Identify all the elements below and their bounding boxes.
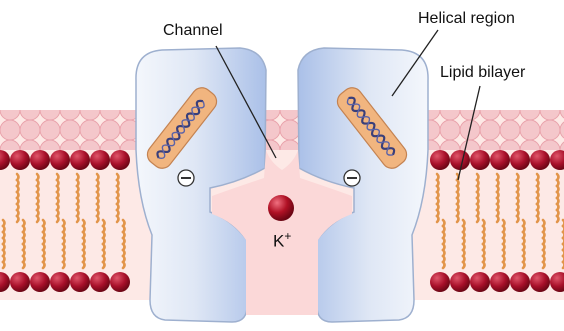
- lipid-head: [450, 272, 470, 292]
- lipid-head: [510, 150, 530, 170]
- lipid-tail: [457, 174, 459, 222]
- lipid-head: [450, 150, 470, 170]
- ion-symbol: K: [273, 232, 284, 251]
- lipid-tail: [77, 174, 79, 222]
- lipid-tail: [97, 174, 99, 222]
- lipid-head: [530, 272, 550, 292]
- lipid-tail: [517, 174, 519, 222]
- lipid-tail: [437, 174, 439, 222]
- lipid-head: [430, 150, 450, 170]
- lipid-head: [90, 150, 110, 170]
- lipid-head: [110, 150, 130, 170]
- lipid-head: [50, 150, 70, 170]
- lipid-head: [10, 272, 30, 292]
- negative-charge-icon-left: [178, 170, 194, 186]
- lipid-tail: [483, 220, 485, 268]
- lipid-tail: [477, 174, 479, 222]
- lipid-head: [470, 272, 490, 292]
- lipid-tail: [103, 220, 105, 268]
- lipid-head: [490, 272, 510, 292]
- lipid-head: [50, 272, 70, 292]
- lipid-head: [30, 150, 50, 170]
- lipid-tail: [37, 174, 39, 222]
- lipid-head: [110, 272, 130, 292]
- lipid-head: [10, 150, 30, 170]
- lipid-tail: [503, 220, 505, 268]
- lipid-head: [70, 150, 90, 170]
- lipid-tail: [17, 174, 19, 222]
- lipid-tail: [57, 174, 59, 222]
- label-ion: K+: [273, 229, 291, 252]
- lipid-tail: [497, 174, 499, 222]
- label-lipid-bilayer: Lipid bilayer: [440, 64, 525, 82]
- lipid-head: [30, 272, 50, 292]
- ion-charge: +: [284, 229, 291, 243]
- negative-charge-icon-right: [344, 170, 360, 186]
- lipid-tail: [443, 220, 445, 268]
- label-helical-region: Helical region: [418, 10, 515, 28]
- lipid-tail: [537, 174, 539, 222]
- potassium-ion: [268, 195, 294, 221]
- lipid-head: [430, 272, 450, 292]
- lipid-tail: [463, 220, 465, 268]
- lipid-tail: [557, 174, 559, 222]
- lipid-tail: [43, 220, 45, 268]
- lipid-head: [70, 272, 90, 292]
- lipid-tail: [83, 220, 85, 268]
- lipid-tail: [63, 220, 65, 268]
- lipid-tail: [523, 220, 525, 268]
- lipid-tail: [543, 220, 545, 268]
- lipid-head: [470, 150, 490, 170]
- lipid-head: [90, 272, 110, 292]
- label-channel: Channel: [163, 22, 223, 40]
- lipid-head: [490, 150, 510, 170]
- lipid-head: [510, 272, 530, 292]
- lipid-tail: [23, 220, 25, 268]
- lipid-tail: [3, 220, 5, 268]
- lipid-tail: [117, 174, 119, 222]
- lipid-tail: [123, 220, 125, 268]
- lipid-head: [530, 150, 550, 170]
